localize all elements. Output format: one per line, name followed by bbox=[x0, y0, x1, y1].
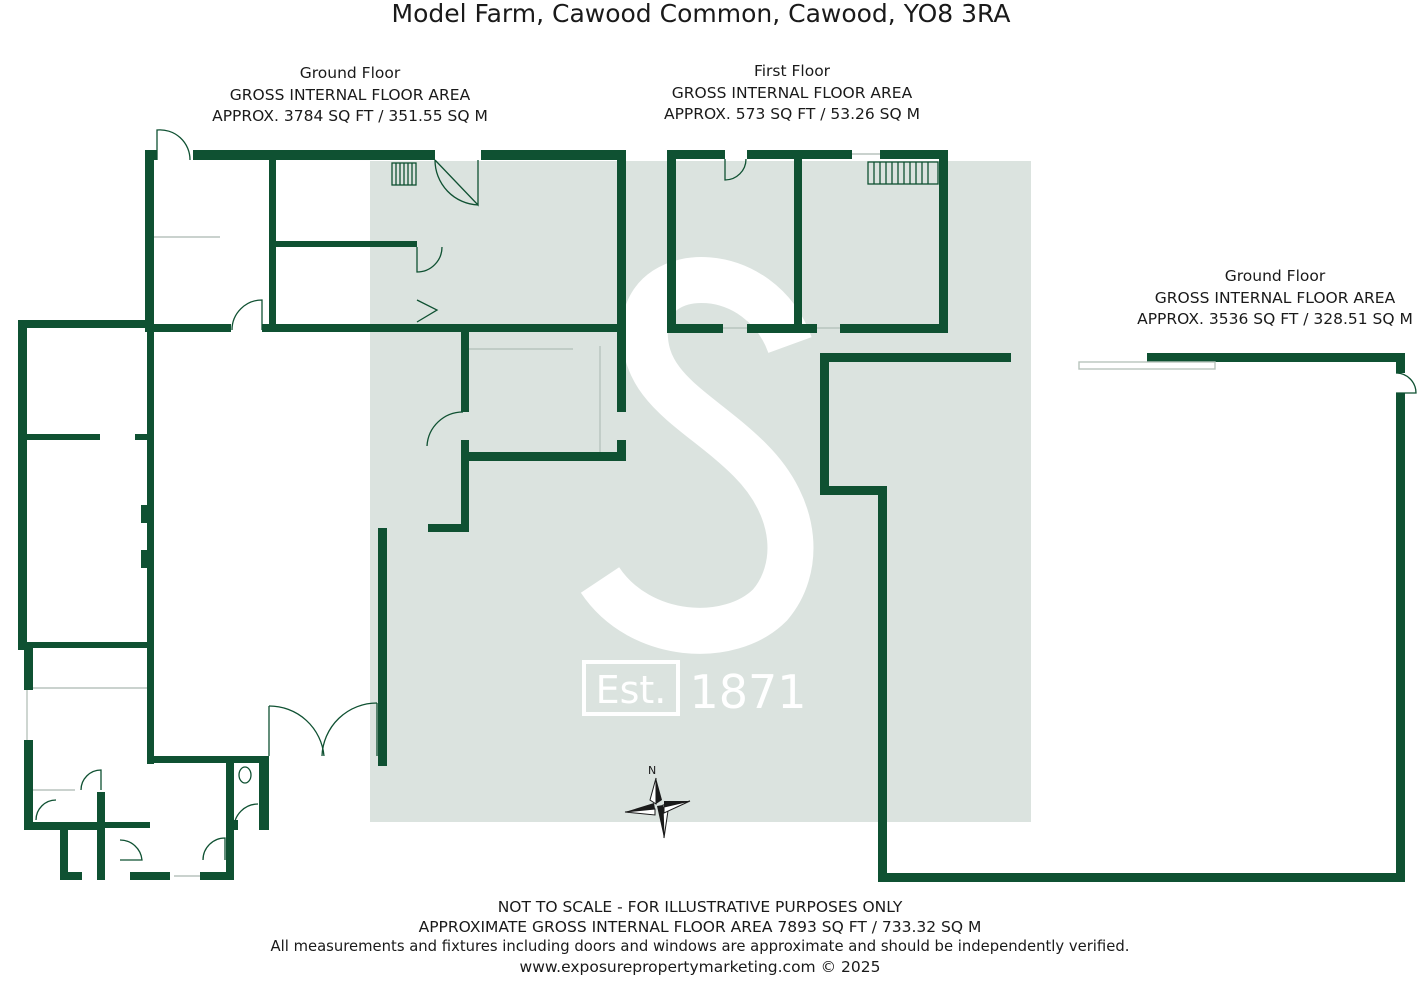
area-heading: GROSS INTERNAL FLOOR AREA bbox=[229, 85, 471, 104]
compass-rose-icon: N bbox=[624, 764, 691, 839]
first-floor-plan bbox=[667, 150, 948, 333]
watermark-s-logo bbox=[580, 257, 814, 654]
ground-floor-left-plan bbox=[18, 129, 626, 880]
watermark-est-text: Est. bbox=[596, 668, 667, 712]
area-heading: GROSS INTERNAL FLOOR AREA bbox=[671, 83, 913, 102]
measurement-disclaimer: All measurements and fixtures including … bbox=[270, 938, 1130, 955]
first-floor-label: First Floor GROSS INTERNAL FLOOR AREA AP… bbox=[652, 61, 932, 126]
ground-floor-right-plan bbox=[820, 353, 1417, 882]
area-value: APPROX. 3784 SQ FT / 351.55 SQ M bbox=[212, 107, 488, 125]
floor-name: First Floor bbox=[753, 62, 831, 80]
footer-notes: NOT TO SCALE - FOR ILLUSTRATIVE PURPOSES… bbox=[0, 897, 1400, 977]
compass-north-label: N bbox=[648, 764, 656, 777]
total-area: APPROXIMATE GROSS INTERNAL FLOOR AREA 78… bbox=[418, 918, 982, 936]
watermark: Est. 1871 bbox=[370, 161, 1031, 822]
page-title: Model Farm, Cawood Common, Cawood, YO8 3… bbox=[391, 0, 1011, 28]
watermark-year: 1871 bbox=[689, 665, 806, 719]
area-heading: GROSS INTERNAL FLOOR AREA bbox=[1154, 288, 1396, 307]
ground-floor-right-label: Ground Floor GROSS INTERNAL FLOOR AREA A… bbox=[1130, 266, 1420, 331]
area-value: APPROX. 3536 SQ FT / 328.51 SQ M bbox=[1137, 310, 1413, 328]
website-credit: www.exposurepropertymarketing.com © 2025 bbox=[519, 958, 881, 976]
floor-name: Ground Floor bbox=[1224, 267, 1326, 285]
disclaimer-scale: NOT TO SCALE - FOR ILLUSTRATIVE PURPOSES… bbox=[497, 898, 903, 916]
area-value: APPROX. 573 SQ FT / 53.26 SQ M bbox=[663, 105, 921, 123]
floor-name: Ground Floor bbox=[299, 64, 401, 82]
watermark-est-box bbox=[582, 660, 680, 716]
ground-floor-left-label: Ground Floor GROSS INTERNAL FLOOR AREA A… bbox=[210, 63, 490, 128]
